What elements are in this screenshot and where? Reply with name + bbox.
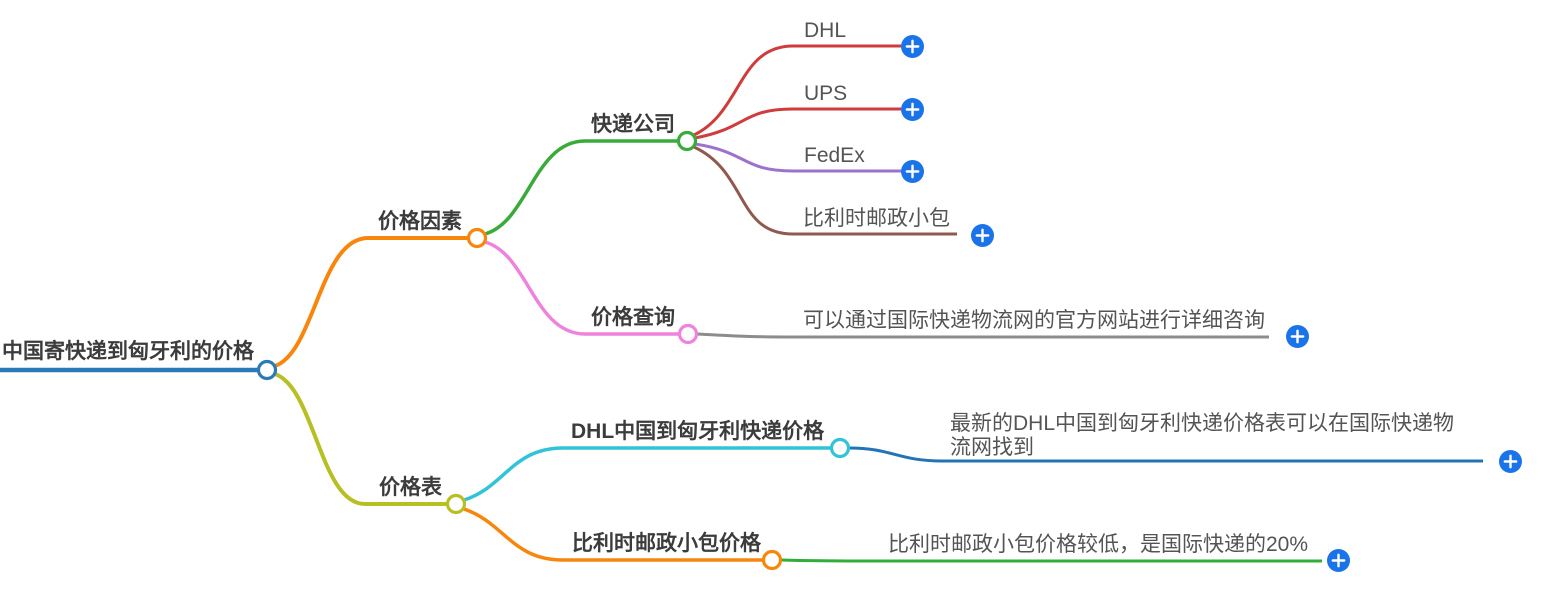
branch-line-price-table [274, 372, 447, 506]
node-label-fedex[interactable]: FedEx [804, 144, 865, 167]
node-label-dhl-price[interactable]: DHL中国到匈牙利快递价格 [571, 420, 825, 443]
node-label-belgium-price-answer[interactable]: 比利时邮政小包价格较低，是国际快递的20% [888, 533, 1309, 556]
node-label-price-factors[interactable]: 价格因素 [378, 210, 462, 233]
plus-icon [1327, 549, 1350, 572]
add-child-button-query-answer[interactable] [1286, 325, 1309, 348]
branch-line-belgium-price-answer [780, 558, 1322, 563]
node-label-ups[interactable]: UPS [804, 82, 848, 105]
branch-line-express-companies [484, 139, 678, 236]
branch-line-fedex [694, 142, 901, 173]
plus-icon [901, 35, 924, 58]
branch-line-ups [694, 107, 901, 140]
node-handle-price-query[interactable] [677, 323, 699, 345]
plus-icon [1286, 325, 1309, 348]
node-handle-price-factors[interactable] [466, 227, 488, 249]
branch-line-dhl [693, 44, 901, 137]
node-label-belgium-post[interactable]: 比利时邮政小包 [803, 207, 950, 230]
root-node-label[interactable]: 中国寄快递到匈牙利的价格 [2, 340, 254, 363]
plus-icon [901, 98, 924, 121]
node-label-price-query[interactable]: 价格查询 [591, 306, 675, 329]
plus-icon [1499, 450, 1522, 473]
branch-line-price-factors [274, 236, 468, 368]
node-handle-express-companies[interactable] [676, 130, 698, 152]
node-handle-dhl-price[interactable] [829, 437, 851, 459]
branch-line-dhl-price-answer [848, 446, 1483, 463]
plus-icon [971, 224, 994, 247]
add-child-button-belgium-post[interactable] [971, 224, 994, 247]
node-handle-belgium-price[interactable] [761, 549, 783, 571]
add-child-button-dhl-price-answer[interactable] [1499, 450, 1522, 473]
branch-line-query-answer [696, 332, 1269, 339]
branch-line-belgium-post [693, 145, 957, 236]
plus-icon [901, 160, 924, 183]
node-label-belgium-price[interactable]: 比利时邮政小包价格 [572, 532, 761, 555]
branch-line-belgium-price [463, 507, 763, 562]
node-handle-price-table[interactable] [445, 493, 467, 515]
add-child-button-ups[interactable] [901, 98, 924, 121]
node-label-query-answer[interactable]: 可以通过国际快递物流网的官方网站进行详细咨询 [803, 309, 1265, 332]
node-label-price-table[interactable]: 价格表 [379, 476, 442, 499]
branch-line-price-query [484, 240, 679, 336]
node-label-express-companies[interactable]: 快递公司 [591, 113, 675, 136]
add-child-button-fedex[interactable] [901, 160, 924, 183]
node-label-dhl-price-answer[interactable]: 最新的DHL中国到匈牙利快递价格表可以在国际快递物流网找到 [950, 412, 1455, 459]
node-label-dhl[interactable]: DHL [804, 19, 847, 42]
branch-line-dhl-price [463, 446, 831, 502]
add-child-button-belgium-price-answer[interactable] [1327, 549, 1350, 572]
add-child-button-dhl[interactable] [901, 35, 924, 58]
node-handle-root[interactable] [256, 359, 278, 381]
